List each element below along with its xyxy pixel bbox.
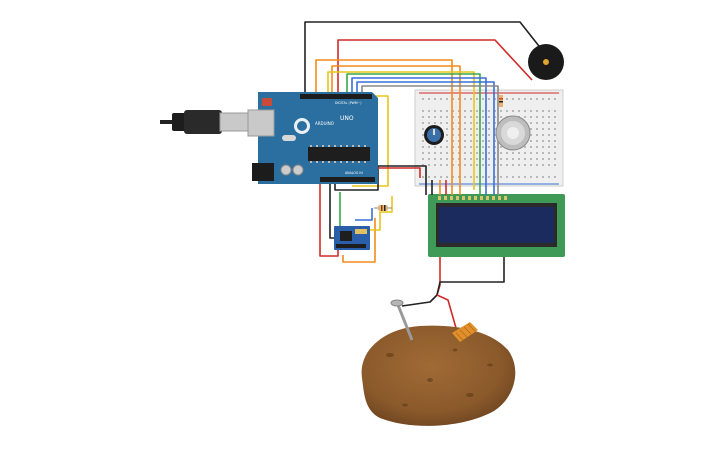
- nail-electrode: [390, 299, 414, 341]
- potentiometer: [424, 125, 444, 145]
- wire-green: [346, 73, 481, 195]
- wire-blue: [356, 81, 495, 195]
- copper-electrode: [452, 322, 478, 342]
- wire-red: [370, 167, 421, 178]
- gas-sensor: [495, 115, 531, 151]
- wire-yellow: [352, 95, 389, 187]
- piezo-buzzer: [528, 44, 564, 80]
- potato: [361, 325, 516, 426]
- wire-blue: [355, 208, 373, 221]
- wire-black: [304, 21, 547, 96]
- analog-pins-label: ANALOG IN: [345, 171, 363, 175]
- wire-yellow: [327, 71, 475, 190]
- wire-orange: [342, 218, 376, 263]
- wire-yellow: [365, 196, 393, 231]
- wire-blue: [351, 77, 487, 195]
- resistor: [499, 95, 503, 107]
- arduino-model-label: UNO: [340, 115, 354, 122]
- wire-orange: [331, 65, 461, 195]
- wire-orange: [315, 59, 453, 195]
- wire-black: [401, 294, 438, 307]
- wire-red: [337, 39, 533, 96]
- digital-pins-label: DIGITAL (PWM~): [335, 101, 361, 105]
- resistor: [374, 205, 392, 211]
- arduino-uno: UNO ARDUINO DIGITAL (PWM~) ANALOG IN: [247, 92, 378, 184]
- wire-red: [436, 294, 457, 329]
- breadboard: [414, 89, 564, 187]
- wifi-module-esp8266: [334, 226, 370, 250]
- wire-black: [436, 257, 505, 296]
- usb-cable: [160, 110, 249, 134]
- arduino-brand-label: ARDUINO: [315, 121, 334, 126]
- lcd-16x2: [428, 194, 565, 257]
